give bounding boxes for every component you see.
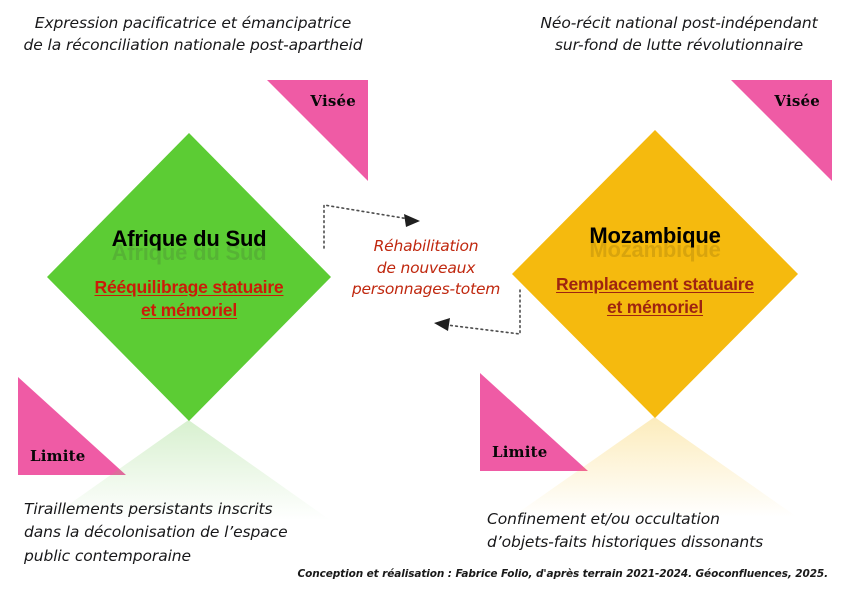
- center-label: Réhabilitation de nouveaux personnages-t…: [351, 237, 501, 299]
- left-node[interactable]: Afrique du Sud Afrique du Sud Rééquilibr…: [47, 133, 331, 421]
- caption-bottom-right: Confinement et/ou occultation d’objets-f…: [487, 510, 764, 552]
- right-node-title-block: Mozambique Mozambique: [512, 223, 798, 262]
- marker-limite-right-label: Limite: [492, 443, 548, 461]
- left-node-title: Afrique du Sud: [111, 226, 267, 251]
- left-node-action: Rééquilibrage statuaire et mémoriel: [94, 277, 284, 321]
- marker-visee-right: Visée: [731, 80, 832, 181]
- right-node-action: Remplacement statuaire et mémoriel: [556, 274, 754, 318]
- caption-bottom-left: Tiraillements persistants inscrits dans …: [24, 500, 288, 565]
- marker-visee-left-label: Visée: [310, 92, 356, 110]
- arrow-left-to-right-head: [404, 214, 420, 227]
- arrow-right-to-left-head: [434, 318, 450, 331]
- right-node-title: Mozambique: [589, 223, 721, 248]
- right-node-action-block: Remplacement statuaire et mémoriel: [512, 273, 798, 319]
- left-node-title-block: Afrique du Sud Afrique du Sud: [47, 226, 331, 265]
- right-node[interactable]: Mozambique Mozambique Remplacement statu…: [512, 130, 798, 418]
- marker-visee-left: Visée: [267, 80, 368, 181]
- right-node-title-ghost: Mozambique: [589, 237, 721, 262]
- caption-top-left: Expression pacificatrice et émancipatric…: [23, 14, 363, 54]
- left-node-action-block: Rééquilibrage statuaire et mémoriel: [47, 276, 331, 322]
- marker-limite-right: Limite: [480, 373, 588, 471]
- marker-limite-left: Limite: [18, 377, 126, 475]
- marker-limite-left-label: Limite: [30, 447, 86, 465]
- left-node-title-ghost: Afrique du Sud: [111, 240, 267, 265]
- caption-top-right: Néo-récit national post-indépendant sur-…: [540, 14, 818, 54]
- credit-line: Conception et réalisation : Fabrice Foli…: [297, 568, 829, 580]
- marker-visee-right-label: Visée: [774, 92, 820, 110]
